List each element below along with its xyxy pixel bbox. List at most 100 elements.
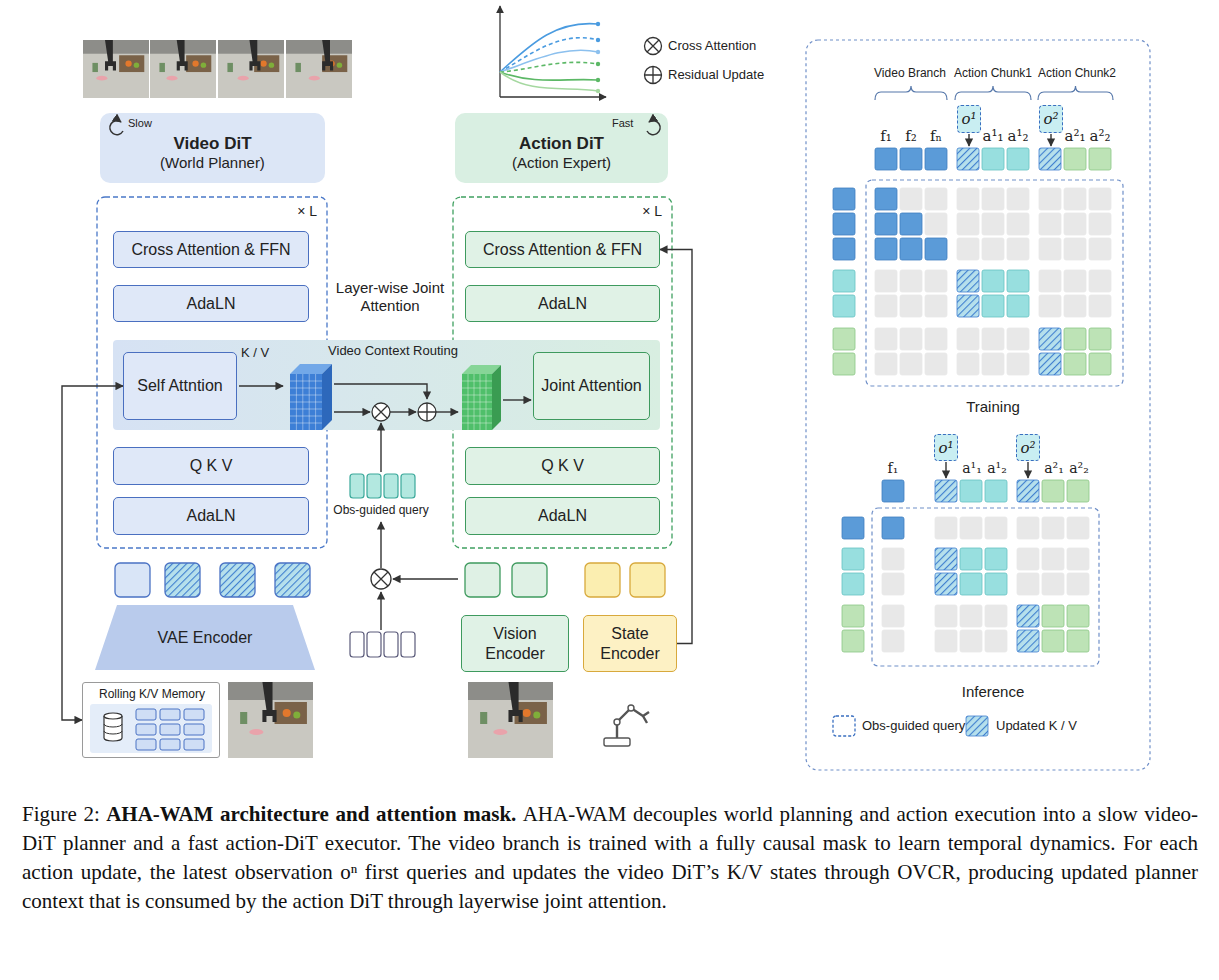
node-text: Slow <box>128 117 152 130</box>
mask-cell <box>925 295 947 317</box>
node-text: Vision Encoder <box>480 624 550 662</box>
cycle-icon <box>647 121 660 135</box>
cube-grid <box>290 402 322 403</box>
memory-box: Rolling K/V Memory <box>82 682 220 758</box>
mask-cell <box>1067 630 1089 652</box>
sequence-token <box>875 148 897 170</box>
mask-cell <box>1017 630 1039 652</box>
trajectory-curve <box>500 72 598 80</box>
photo-cup <box>240 712 247 724</box>
mask-cell <box>1039 270 1061 292</box>
vision-token <box>512 563 547 597</box>
residual-path <box>334 384 427 399</box>
sequence-token <box>1042 480 1064 502</box>
mask-cell <box>1017 605 1039 627</box>
layer-box: Cross Attention & FFN <box>465 231 660 268</box>
mask-cell <box>982 328 1004 350</box>
latent-token <box>115 563 150 597</box>
cross-mark <box>375 406 388 419</box>
memory-slot <box>136 739 156 750</box>
photo-object <box>260 61 266 67</box>
arrow <box>380 522 381 568</box>
mask-cell <box>882 605 904 627</box>
photo-cup <box>480 712 487 724</box>
robot-joint <box>628 705 634 711</box>
plus-mark <box>418 403 436 421</box>
trajectory-end <box>596 38 600 42</box>
photo-bg <box>150 40 216 98</box>
sequence-token <box>960 480 982 502</box>
cube-grid <box>290 388 322 389</box>
cube-grid <box>290 423 322 424</box>
arrow <box>334 411 370 412</box>
photo-gripper <box>262 682 276 722</box>
token-label: a¹₂ <box>987 460 1007 477</box>
database-icon <box>104 716 122 741</box>
cube-grid <box>290 381 322 382</box>
photo-table <box>468 700 553 758</box>
node-text: Q K V <box>190 456 233 475</box>
sequence-token <box>900 148 922 170</box>
robot-photo <box>286 40 352 98</box>
arrow <box>503 399 531 400</box>
trajectory-end <box>596 78 600 82</box>
mask-cell <box>1064 238 1086 260</box>
photo-object <box>337 63 343 68</box>
node-text: o¹ <box>938 439 953 457</box>
text-label: Training <box>966 398 1020 416</box>
mask-cell <box>875 270 897 292</box>
mask-cell <box>900 353 922 375</box>
node-text: AdaLN <box>538 506 587 525</box>
row-token <box>833 295 855 317</box>
node-text: o¹ <box>961 110 976 128</box>
mask-cell <box>1089 328 1111 350</box>
token-label: a¹₁ <box>962 460 982 477</box>
mask-cell <box>1089 270 1111 292</box>
database-icon <box>104 724 122 734</box>
node-text: o² <box>1043 110 1058 128</box>
cube-front <box>462 374 492 430</box>
row-token <box>842 573 864 595</box>
memory-slot <box>184 739 204 750</box>
mask-cell <box>875 188 897 210</box>
mask-cell <box>985 605 1007 627</box>
sequence-token <box>935 480 957 502</box>
mask-cell <box>1017 517 1039 539</box>
kv-arrow <box>239 385 283 386</box>
mask-cell <box>1007 238 1029 260</box>
query-token <box>401 474 415 498</box>
node-text: o² <box>1020 439 1035 457</box>
encoder-box: State Encoder <box>583 615 677 672</box>
mask-cell <box>957 328 979 350</box>
mask-cell <box>875 295 897 317</box>
memory-slot <box>160 724 180 735</box>
cube-grid <box>462 423 492 424</box>
mask-cell <box>1017 548 1039 570</box>
photo-object <box>523 709 531 717</box>
layer-box: AdaLN <box>465 497 660 535</box>
cycle-icon <box>110 121 123 135</box>
node-text: (Action Expert) <box>512 154 611 172</box>
sequence-token <box>1007 148 1029 170</box>
layer-stack-outline <box>453 197 672 548</box>
mask-cell <box>882 548 904 570</box>
photo-table <box>83 54 149 98</box>
token-label: f₁ <box>880 127 892 145</box>
mask-cell <box>960 548 982 570</box>
row-token <box>833 213 855 235</box>
photo-table <box>218 54 284 98</box>
mask-cell <box>960 605 982 627</box>
photo-object <box>283 709 291 717</box>
photo-gripper <box>508 682 522 722</box>
state-token <box>630 563 665 597</box>
routing-band-box: Video Context RoutingSelf AttntionJoint … <box>113 340 660 430</box>
photo-object <box>96 76 107 81</box>
sequence-token <box>882 480 904 502</box>
mask-cell <box>875 328 897 350</box>
node-text: Rolling K/V Memory <box>99 687 205 701</box>
mask-cell <box>1067 573 1089 595</box>
latent-token <box>165 563 200 597</box>
mask-cell <box>1039 238 1061 260</box>
arrow <box>393 578 458 579</box>
